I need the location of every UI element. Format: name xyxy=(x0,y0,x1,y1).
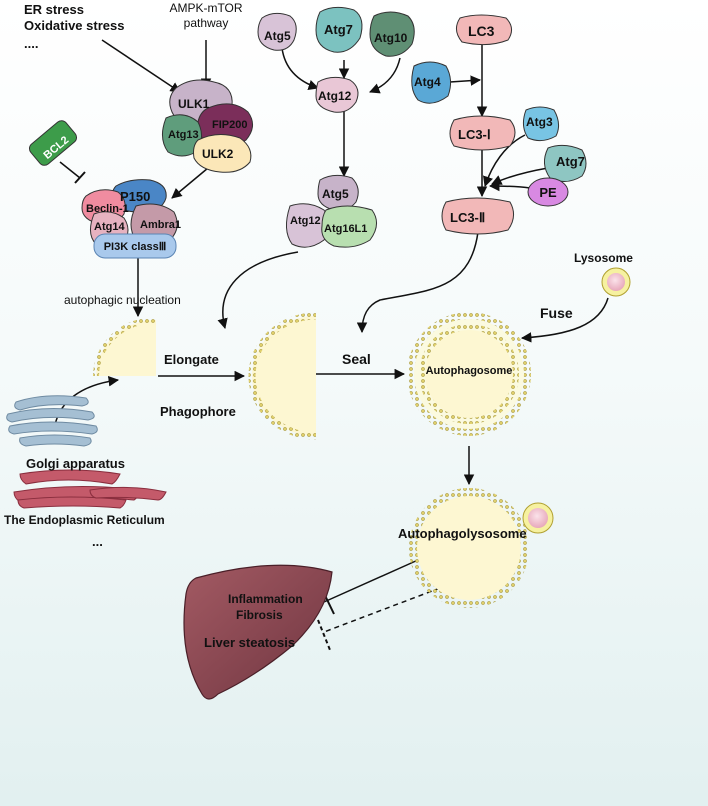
arrow-stress-to-ulk xyxy=(101,39,181,93)
pi3k-shape xyxy=(93,233,177,259)
label-lysosome: Lysosome xyxy=(574,251,633,265)
label-ambra1: Ambra1 xyxy=(140,219,181,231)
label-atg10: Atg10 xyxy=(374,31,408,45)
phagophore-half xyxy=(252,316,316,436)
label-p150: P150 xyxy=(120,189,150,204)
arrow-atg3-to-lc3ii xyxy=(483,134,526,187)
label-atg5-top: Atg5 xyxy=(264,29,291,43)
label-beclin1: Beclin-1 xyxy=(86,203,129,215)
label-elongate: Elongate xyxy=(164,352,219,367)
label-atg16l1: Atg16L1 xyxy=(324,223,367,235)
label-er: The Endoplasmic Reticulum xyxy=(4,513,165,527)
atg4-shape xyxy=(411,61,452,104)
label-ulk1: ULK1 xyxy=(178,97,210,111)
atg3-shape xyxy=(522,106,560,142)
arrow-lysosome-fuse xyxy=(520,297,609,343)
arrow-complex-to-elongate xyxy=(217,251,299,330)
atg12-low-shape xyxy=(286,203,330,248)
bcl2-shape xyxy=(28,120,78,166)
organelles xyxy=(6,267,631,700)
er-shape xyxy=(13,469,167,509)
stimulus-er: ER stress xyxy=(24,2,84,17)
pathway-line2: pathway xyxy=(184,16,229,30)
inhibit-bar-steatosis xyxy=(317,619,331,651)
label-seal: Seal xyxy=(342,351,371,367)
atg7-top-shape xyxy=(315,6,363,53)
label-ellipsis: ... xyxy=(92,534,103,549)
label-fuse: Fuse xyxy=(540,305,573,321)
liver-shape xyxy=(183,564,333,700)
stimulus-ellipsis: .... xyxy=(24,36,38,51)
label-steatosis: Liver steatosis xyxy=(204,635,295,650)
label-golgi: Golgi apparatus xyxy=(26,456,125,471)
label-lc3: LC3 xyxy=(468,23,495,39)
label-atg12-low: Atg12 xyxy=(290,215,321,227)
label-atg5-low: Atg5 xyxy=(322,187,349,201)
label-atg3: Atg3 xyxy=(526,115,553,129)
inhibit-line-inflammation xyxy=(323,559,419,603)
atg5-top-shape xyxy=(257,12,297,51)
stimulus-oxidative: Oxidative stress xyxy=(24,18,124,33)
golgi-shape xyxy=(6,395,98,447)
label-atg13: Atg13 xyxy=(168,129,199,141)
label-fibrosis: Fibrosis xyxy=(236,608,283,622)
label-lc3-i: LC3-Ⅰ xyxy=(458,127,491,142)
label-atg7-top: Atg7 xyxy=(324,22,353,37)
arrow-pe-to-lc3ii xyxy=(488,180,531,192)
label-ulk2: ULK2 xyxy=(202,147,234,161)
label-nucleation: autophagic nucleation xyxy=(64,293,181,307)
label-autophagosome: Autophagosome xyxy=(426,365,513,377)
phagophore-small xyxy=(96,320,156,376)
lc3-shape xyxy=(456,14,512,46)
arrow-atg4-to-lc3 xyxy=(449,75,482,86)
label-phagophore: Phagophore xyxy=(160,404,236,419)
arrow-golgi-to-phagophore xyxy=(54,376,120,426)
arrow-lc3ii-to-seal xyxy=(356,231,479,334)
label-pe: PE xyxy=(539,185,557,200)
arrow-atg10-to-atg12 xyxy=(369,57,401,94)
ulk2-shape xyxy=(193,134,252,173)
atg16l1-shape xyxy=(321,205,377,248)
protein-shapes xyxy=(28,6,587,259)
pathway-line1: AMPK-mTOR xyxy=(169,1,242,15)
lc3-i-shape xyxy=(449,115,516,151)
inhibit-bar-bcl2 xyxy=(74,171,86,184)
inhibit-line-bcl2 xyxy=(59,161,81,179)
lc3-ii-shape xyxy=(441,197,514,235)
label-inflammation: Inflammation xyxy=(228,592,303,606)
label-atg14: Atg14 xyxy=(94,221,125,233)
inhibit-line-steatosis xyxy=(323,587,441,633)
label-atg12-mid: Atg12 xyxy=(318,89,352,103)
arrow-atg5-to-atg12 xyxy=(281,47,319,90)
atg10-shape xyxy=(369,11,415,57)
pe-shape xyxy=(527,177,569,207)
atg12-mid-shape xyxy=(315,76,359,113)
label-fip200: FIP200 xyxy=(212,119,247,131)
label-autophagolysosome: Autophagolysosome xyxy=(398,526,527,541)
atg7-lc3-shape xyxy=(544,144,587,182)
label-lc3-ii: LC3-Ⅱ xyxy=(450,210,485,225)
labels: ER stress Oxidative stress .... AMPK-mTO… xyxy=(4,1,633,650)
connectors xyxy=(54,39,609,651)
label-atg7-lc3: Atg7 xyxy=(556,154,585,169)
label-atg4: Atg4 xyxy=(414,75,441,89)
label-pi3k: PI3K classⅢ xyxy=(104,241,167,253)
